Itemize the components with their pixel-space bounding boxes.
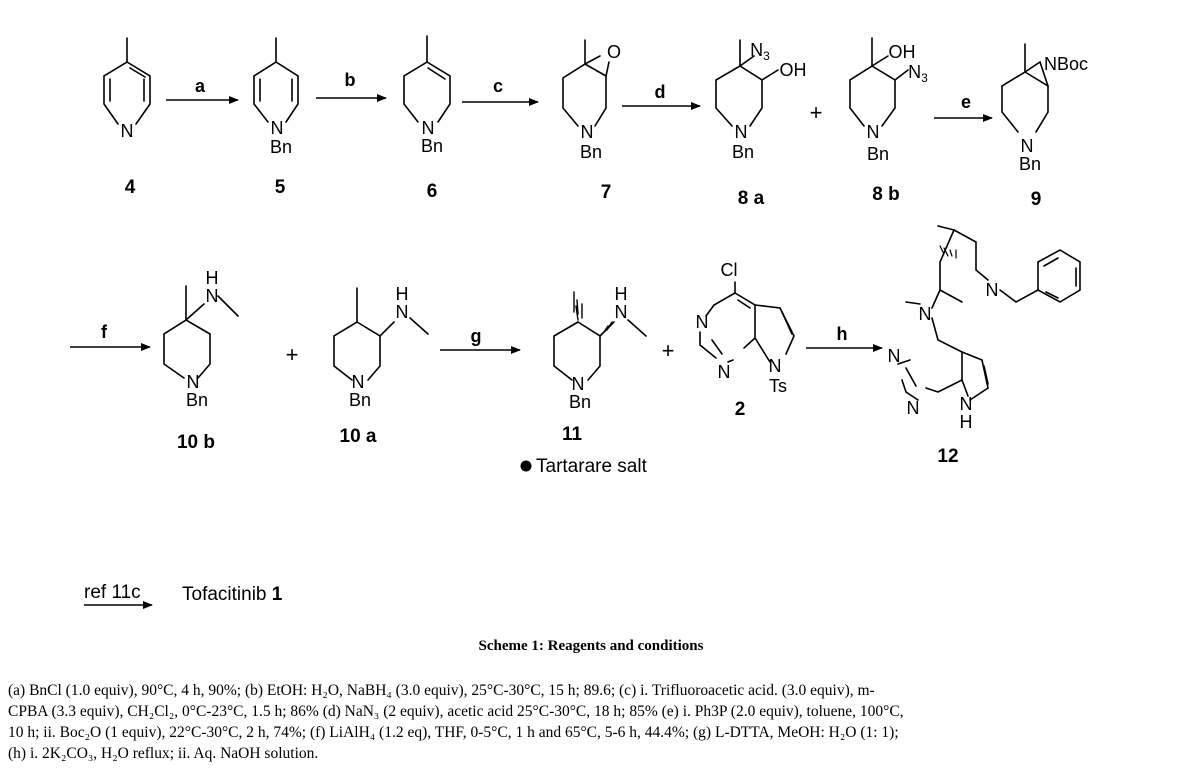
atom-h-11: H: [615, 284, 628, 304]
compound-9-number: 9: [1031, 189, 1042, 210]
atom-h-10a: H: [396, 284, 409, 304]
structure-8a: [715, 39, 779, 127]
product-label: Tofacitinib 1: [182, 584, 283, 605]
atom-bn-8b: Bn: [867, 144, 889, 164]
reagent-h: h: [837, 324, 848, 344]
compound-8b-number: 8 b: [872, 184, 899, 205]
atom-n3-8b: N3: [908, 62, 928, 85]
plus-11: +: [662, 338, 675, 363]
compound-7-number: 7: [601, 182, 612, 203]
atom-n-11: N: [572, 374, 585, 394]
atom-o-7: O: [607, 42, 621, 62]
compound-10a-number: 10 a: [340, 426, 377, 447]
atom-n-8b: N: [867, 122, 880, 142]
atom-n7-2: N: [769, 356, 782, 376]
reagent-g: g: [471, 326, 482, 346]
structure-10b: [163, 285, 239, 379]
structure-2: [699, 281, 795, 363]
conditions-line: (a) BnCl (1.0 equiv), 90°C, 4 h, 90%; (b…: [8, 682, 875, 699]
atom-n-4: N: [121, 121, 134, 141]
atom-nh-12: N: [960, 394, 973, 414]
atom-n-10b: N: [187, 372, 200, 392]
compound-10b-number: 10 b: [177, 432, 215, 453]
atom-cl-2: Cl: [721, 260, 738, 280]
atom-oh-8b: OH: [889, 42, 916, 62]
structure-8b: [849, 37, 909, 127]
structure-10a: [333, 287, 429, 381]
reagent-e: e: [961, 92, 971, 112]
atom-n3-8a: N3: [750, 40, 770, 63]
structure-5: [253, 37, 299, 123]
atom-bn-5: Bn: [270, 137, 292, 157]
atom-h-12: H: [960, 412, 973, 432]
atom-bn-11: Bn: [569, 392, 591, 412]
atom-n-5: N: [271, 118, 284, 138]
atom-bn-6: Bn: [421, 136, 443, 156]
compound-4-number: 4: [125, 177, 136, 198]
reagent-c: c: [493, 76, 503, 96]
reagent-d: d: [655, 82, 666, 102]
compound-6-number: 6: [427, 181, 438, 202]
atom-bn-10a: Bn: [349, 390, 371, 410]
compound-12-number: 12: [937, 446, 958, 467]
structure-6: [403, 35, 451, 123]
structure-7: [562, 39, 610, 127]
compound-5-number: 5: [275, 177, 286, 198]
structure-11: [553, 291, 647, 381]
reagent-f: f: [101, 322, 108, 342]
compound-11-number: 11: [562, 424, 583, 445]
ref-label: ref 11c: [84, 582, 141, 603]
atom-bn-8a: Bn: [732, 142, 754, 162]
atom-n1-12: N: [888, 346, 901, 366]
atom-oh-8a: OH: [780, 60, 807, 80]
atom-bn-9: Bn: [1019, 154, 1041, 174]
conditions-line: CPBA (3.3 equiv), CH₂Cl₂, 0°C-23°C, 1.5 …: [8, 703, 904, 720]
atom-n-11-amine: N: [615, 302, 628, 322]
plus-8: +: [810, 100, 823, 125]
atom-n3-12: N: [907, 398, 920, 418]
atom-ts-2: Ts: [769, 376, 787, 396]
atom-n-10b-amine: N: [206, 286, 219, 306]
structure-12: [897, 225, 1081, 401]
atom-h-10b: H: [206, 268, 219, 288]
compound-8a-number: 8 a: [738, 188, 765, 209]
reagent-b: b: [345, 70, 356, 90]
scheme-caption: Scheme 1: Reagents and conditions: [478, 638, 704, 654]
reaction-scheme: a b c d e f g h N N Bn N Bn O N Bn N Bn …: [70, 35, 1088, 609]
conditions-text: (a) BnCl (1.0 equiv), 90°C, 4 h, 90%; (b…: [8, 680, 1174, 764]
atom-n1-2: N: [696, 312, 709, 332]
structure-4: [103, 37, 151, 125]
atom-n-6: N: [422, 118, 435, 138]
atom-n-10a-amine: N: [396, 302, 409, 322]
atom-nboc-9: NBoc: [1044, 54, 1088, 74]
conditions-line: (h) i. 2K₂CO₃, H₂O reflux; ii. Aq. NaOH …: [8, 745, 319, 762]
salt-note: Tartarare salt: [536, 456, 648, 477]
atom-n3-2: N: [718, 362, 731, 382]
atom-n-8a: N: [735, 122, 748, 142]
atom-n-9: N: [1021, 136, 1034, 156]
atom-bn-7: Bn: [580, 142, 602, 162]
atom-n-10a: N: [352, 372, 365, 392]
plus-10: +: [286, 342, 299, 367]
compound-2-number: 2: [735, 399, 746, 420]
atom-bn-10b: Bn: [186, 390, 208, 410]
atom-n-12-pip: N: [986, 280, 999, 300]
reagent-a: a: [195, 76, 206, 96]
structure-9: [1001, 43, 1049, 133]
conditions-line: 10 h; ii. Boc₂O (1 equiv), 22°C-30°C, 2 …: [8, 724, 899, 741]
bullet-icon: [520, 460, 532, 472]
atom-n-12-amine: N: [919, 304, 932, 324]
atom-n-7: N: [581, 122, 594, 142]
